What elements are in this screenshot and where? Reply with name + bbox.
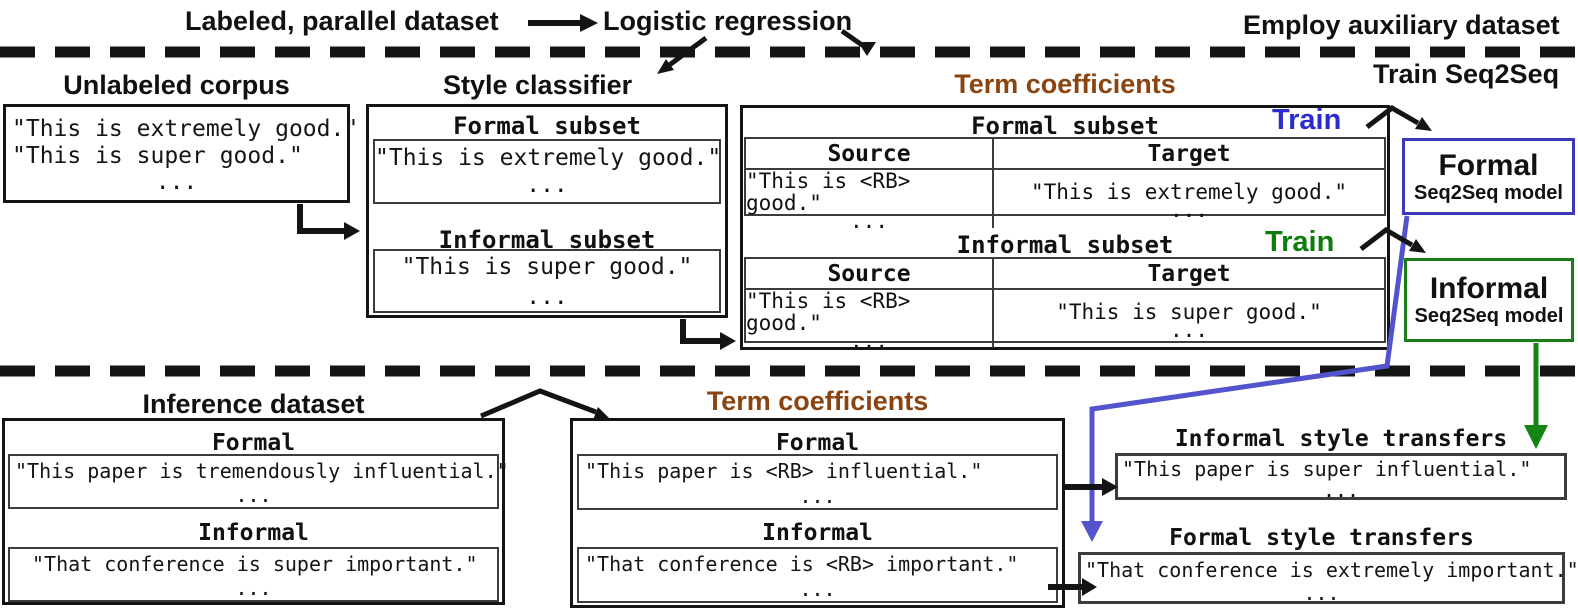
formal-subset-label: Formal subset bbox=[453, 112, 641, 140]
arrow-classifier-to-coefficients bbox=[680, 319, 736, 350]
inference-dataset-box: Formal "This paper is tremendously influ… bbox=[2, 418, 509, 605]
informal-subset-ellipsis: ... bbox=[526, 284, 568, 310]
arrow-dataset-to-regression bbox=[528, 14, 598, 32]
informal-source-ellipsis: ... bbox=[850, 329, 888, 353]
formal-subset-box: "This is extremely good." ... bbox=[373, 139, 721, 204]
informal-source-text: "This is <RB> good." bbox=[746, 289, 911, 335]
formal-source-cell: "This is <RB> good." ... bbox=[746, 169, 994, 233]
corpus-ellipsis: ... bbox=[155, 169, 198, 195]
arrow-corpus-to-classifier bbox=[297, 204, 360, 240]
informal-subset-box: "This is super good." ... bbox=[373, 249, 721, 313]
informal-subset-line: "This is super good." bbox=[401, 254, 693, 280]
arrow-to-informal-transfers bbox=[1062, 478, 1118, 496]
formal-source-header: Source bbox=[746, 139, 994, 170]
formal-transfers-ellipsis: ... bbox=[1303, 581, 1340, 605]
inference-formal-label: Formal bbox=[211, 430, 296, 456]
inference-formal-line: "This paper is tremendously influential.… bbox=[15, 459, 509, 483]
informal-target-ellipsis: ... bbox=[1170, 318, 1208, 342]
style-classifier-box: Formal subset "This is extremely good." … bbox=[366, 104, 728, 318]
informal-source-cell: "This is <RB> good." ... bbox=[746, 289, 994, 353]
coeff-bottom-informal-box: "That conference is <RB> important." ... bbox=[577, 547, 1058, 603]
formal-seq2seq-model-box: Formal Seq2Seq model bbox=[1402, 138, 1575, 215]
style-classifier-title: Style classifier bbox=[443, 70, 633, 100]
coeff-bottom-formal-box: "This paper is <RB> influential." ... bbox=[577, 454, 1058, 510]
formal-subset-ellipsis: ... bbox=[526, 172, 568, 198]
formal-target-text: "This is extremely good." bbox=[1030, 180, 1348, 204]
formal-subset-line: "This is extremely good." bbox=[375, 145, 722, 171]
train-label-informal: Train bbox=[1265, 226, 1335, 258]
informal-transfers-box: "This paper is super influential." ... bbox=[1115, 453, 1567, 502]
informal-seq2seq-model-box: Informal Seq2Seq model bbox=[1404, 258, 1574, 342]
inference-formal-box: "This paper is tremendously influential.… bbox=[8, 454, 509, 509]
coeff-bottom-formal-ellipsis: ... bbox=[799, 484, 836, 508]
coeff-bottom-formal-label: Formal bbox=[775, 430, 860, 456]
inference-informal-box: "That conference is super important." ..… bbox=[8, 547, 499, 602]
arrow-regression-to-classifier bbox=[657, 35, 708, 74]
term-coefficients-inference-box: Formal "This paper is <RB> influential."… bbox=[570, 418, 1065, 608]
informal-target-cell: "This is super good." ... bbox=[994, 290, 1384, 348]
formal-source-ellipsis: ... bbox=[850, 209, 888, 233]
informal-target-header: Target bbox=[994, 259, 1384, 290]
train-label-formal: Train bbox=[1272, 104, 1342, 136]
formal-subset-table: Source Target "This is <RB> good." ... "… bbox=[744, 137, 1386, 232]
informal-transfers-ellipsis: ... bbox=[1322, 478, 1360, 502]
coeff-bottom-informal-line: "That conference is <RB> important." bbox=[585, 552, 1019, 576]
corpus-line-1: "This is extremely good." bbox=[12, 116, 359, 142]
formal-transfers-box: "That conference is extremely important.… bbox=[1078, 552, 1578, 605]
employ-auxiliary-dataset-label: Employ auxiliary dataset bbox=[1243, 10, 1560, 40]
formal-transfers-line: "That conference is extremely important.… bbox=[1085, 558, 1578, 582]
formal-model-name: Formal bbox=[1438, 148, 1539, 182]
inference-informal-line: "That conference is super important." bbox=[32, 552, 478, 576]
inference-dataset-title: Inference dataset bbox=[142, 389, 365, 419]
informal-model-type: Seq2Seq model bbox=[1414, 305, 1564, 327]
coeff-bottom-informal-ellipsis: ... bbox=[799, 577, 836, 601]
informal-model-name: Informal bbox=[1429, 272, 1549, 305]
formal-target-cell: "This is extremely good." ... bbox=[994, 170, 1384, 228]
inference-informal-ellipsis: ... bbox=[235, 576, 272, 600]
corpus-line-2: "This is super good." bbox=[12, 143, 303, 169]
inference-formal-ellipsis: ... bbox=[235, 483, 272, 507]
coeff-bottom-informal-label: Informal bbox=[762, 520, 873, 546]
labeled-parallel-dataset-label: Labeled, parallel dataset bbox=[185, 6, 499, 36]
unlabeled-corpus-title: Unlabeled corpus bbox=[63, 70, 290, 100]
term-coefficients-title-top: Term coefficients bbox=[954, 69, 1176, 99]
formal-source-text: "This is <RB> good." bbox=[746, 169, 911, 215]
inference-informal-label: Informal bbox=[198, 520, 309, 546]
informal-source-header: Source bbox=[746, 259, 994, 290]
formal-style-transfers-title: Formal style transfers bbox=[1169, 525, 1474, 551]
train-seq2seq-label: Train Seq2Seq bbox=[1373, 59, 1560, 89]
formal-model-type: Seq2Seq model bbox=[1414, 181, 1563, 204]
informal-style-transfers-title: Informal style transfers bbox=[1174, 426, 1508, 452]
formal-target-ellipsis: ... bbox=[1170, 198, 1208, 222]
logistic-regression-label: Logistic regression bbox=[603, 6, 853, 36]
term-coefficients-title-bottom: Term coefficients bbox=[706, 386, 929, 416]
coeff-bottom-formal-line: "This paper is <RB> influential." bbox=[585, 459, 983, 483]
unlabeled-corpus-box: "This is extremely good." "This is super… bbox=[3, 104, 358, 203]
formal-target-header: Target bbox=[994, 139, 1384, 170]
informal-subset-table: Source Target "This is <RB> good." ... "… bbox=[744, 257, 1386, 352]
coeff-formal-subset-label: Formal subset bbox=[971, 112, 1159, 140]
